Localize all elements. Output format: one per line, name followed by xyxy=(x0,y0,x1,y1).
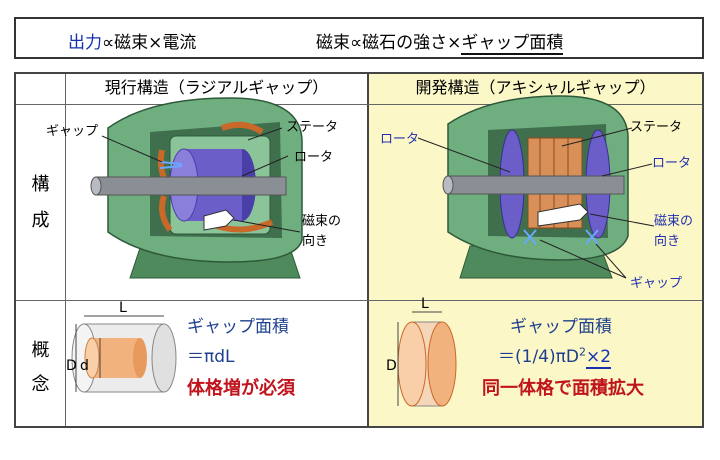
radial-area-title: ギャップ面積 xyxy=(187,317,289,337)
axial-gap-marker xyxy=(523,229,599,245)
leader-line xyxy=(241,155,289,177)
radial-rotor-label: ロータ xyxy=(294,150,334,165)
dim-L-label: L xyxy=(119,300,127,316)
axial-rotor-left-label: ロータ xyxy=(380,132,420,147)
axial-formula-times: ×2 xyxy=(585,347,612,369)
axial-dim-D-label: D xyxy=(386,358,397,374)
axial-rotor-right-label: ロータ xyxy=(652,156,692,171)
radial-gap-label: ギャップ xyxy=(46,124,99,139)
outer-cylinder-far-end xyxy=(151,323,177,393)
radial-area-formula: ＝πdL xyxy=(187,347,235,367)
leader-line xyxy=(233,219,301,233)
dim-D-label: D xyxy=(66,358,77,374)
radial-flux-label-2: 向き xyxy=(302,234,329,249)
leader-line xyxy=(589,213,655,227)
header-developed: 開発構造（アキシャルギャップ） xyxy=(415,78,656,97)
divider xyxy=(65,74,66,426)
axial-disc-near-face xyxy=(397,321,427,407)
axial-gap-label: ギャップ xyxy=(630,276,683,291)
axial-flux-label-1: 磁束の xyxy=(654,214,694,229)
axial-formula-main: ＝(1/4)πD xyxy=(498,347,579,367)
axial-shaft-end xyxy=(442,175,454,195)
gap-area-term: ギャップ面積 xyxy=(461,33,564,55)
header-current: 現行構造（ラジアルギャップ） xyxy=(104,78,329,97)
row-label-concept-1: 概 xyxy=(31,340,50,361)
leader-line xyxy=(561,127,633,147)
divider xyxy=(16,300,702,301)
output-word: 出力 xyxy=(68,33,102,53)
leader-line xyxy=(601,163,653,177)
flux-formula: 磁束∝磁石の強さ×ギャップ面積 xyxy=(316,28,564,55)
leader-line xyxy=(417,137,511,173)
radial-stator-label: ステータ xyxy=(286,120,339,135)
axial-dim-L-label: L xyxy=(421,296,429,312)
radial-flux-label-1: 磁束の xyxy=(302,214,342,229)
axial-area-title: ギャップ面積 xyxy=(510,317,612,337)
leader-line xyxy=(595,243,627,279)
axial-concept-note: 同一体格で面積拡大 xyxy=(482,378,644,399)
axial-stator-label: ステータ xyxy=(630,120,683,135)
row-label-structure-2: 成 xyxy=(31,210,50,231)
flux-formula-main: 磁束∝磁石の強さ× xyxy=(316,33,462,53)
radial-flux-arrow xyxy=(203,209,235,231)
row-label-structure-1: 構 xyxy=(31,174,50,195)
dim-d-label: d xyxy=(80,358,89,374)
axial-disc-far-face xyxy=(427,321,457,407)
formula-box: 出力∝磁束×電流 磁束∝磁石の強さ×ギャップ面積 xyxy=(14,17,704,59)
axial-area-formula: ＝(1/4)πD2×2 xyxy=(498,342,612,369)
divider xyxy=(367,74,369,426)
axial-formula-sup: 2 xyxy=(578,345,586,359)
leader-line xyxy=(101,135,163,163)
radial-concept-note: 体格増が必須 xyxy=(187,378,295,399)
leader-line xyxy=(247,127,283,141)
axial-flux-arrow xyxy=(537,203,589,227)
inner-cylinder-far-end xyxy=(133,338,147,378)
row-label-concept-2: 念 xyxy=(31,374,50,395)
output-formula-rest: ∝磁束×電流 xyxy=(102,33,197,53)
radial-gap-marker xyxy=(159,161,183,169)
divider xyxy=(16,104,702,105)
inner-cylinder-near-end xyxy=(84,337,100,379)
output-formula: 出力∝磁束×電流 xyxy=(68,28,196,53)
axial-flux-label-2: 向き xyxy=(654,234,681,249)
radial-coil xyxy=(220,121,264,135)
leader-line xyxy=(539,239,627,279)
radial-shaft-end xyxy=(90,176,102,196)
